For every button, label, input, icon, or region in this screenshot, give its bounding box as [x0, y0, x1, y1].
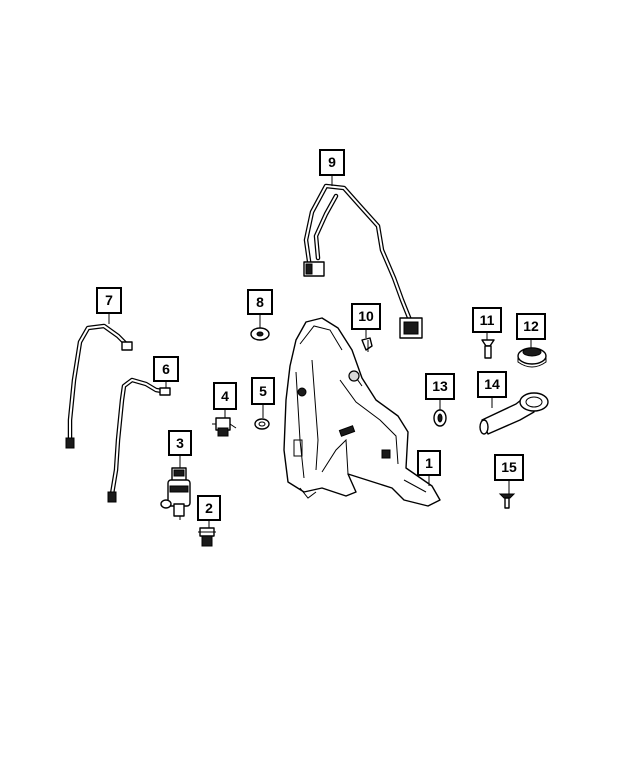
callout-14: 14 [477, 371, 507, 398]
part-13-seal [433, 409, 447, 427]
callout-5: 5 [251, 377, 275, 405]
callout-13-label: 13 [432, 378, 448, 394]
callout-15-label: 15 [501, 459, 517, 475]
callout-1-label: 1 [425, 455, 433, 471]
part-15-screw [498, 493, 516, 509]
part-3-washer-pump [160, 467, 191, 520]
part-6-hose [107, 377, 171, 503]
callout-10-label: 10 [358, 308, 374, 324]
callout-9-label: 9 [328, 154, 336, 170]
callout-2-label: 2 [205, 500, 213, 516]
callout-7-label: 7 [105, 292, 113, 308]
callout-6-label: 6 [162, 361, 170, 377]
callout-10: 10 [351, 303, 381, 330]
part-9-wiring-harness [303, 183, 423, 339]
callout-7: 7 [96, 287, 122, 314]
callout-6: 6 [153, 356, 179, 382]
callout-8: 8 [247, 289, 273, 315]
callout-3-label: 3 [176, 435, 184, 451]
callout-12: 12 [516, 313, 546, 340]
callout-4-label: 4 [221, 388, 229, 404]
part-1-reservoir [283, 317, 441, 507]
callout-8-label: 8 [256, 294, 264, 310]
callout-12-label: 12 [523, 318, 539, 334]
part-12-cap [517, 347, 547, 368]
part-14-filler-neck [479, 392, 549, 435]
part-4-connector [212, 417, 237, 437]
part-11-push-pin [481, 339, 495, 359]
callout-15: 15 [494, 454, 524, 481]
callout-9: 9 [319, 149, 345, 176]
callout-3: 3 [168, 430, 192, 456]
callout-5-label: 5 [259, 383, 267, 399]
callout-13: 13 [425, 373, 455, 400]
leader-lines [108, 176, 532, 528]
part-7-hose [65, 323, 133, 449]
callout-2: 2 [197, 495, 221, 521]
callout-4: 4 [213, 382, 237, 410]
callout-11-label: 11 [480, 312, 495, 328]
part-5-seal [254, 418, 270, 430]
part-10-clip [361, 337, 373, 352]
part-8-grommet [250, 327, 270, 341]
callout-1: 1 [417, 450, 441, 476]
callout-11: 11 [472, 307, 502, 333]
callout-14-label: 14 [484, 376, 500, 392]
part-2-grommet [198, 527, 216, 547]
